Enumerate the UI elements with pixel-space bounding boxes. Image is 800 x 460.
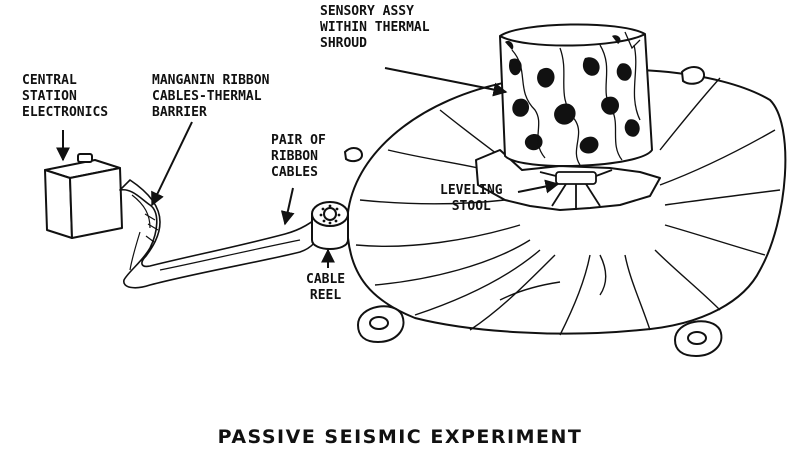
label-manganin-ribbon: MANGANIN RIBBON CABLES-THERMAL BARRIER [152,73,270,120]
leader-arrows [56,67,560,268]
arrow-leveling [517,179,560,194]
sensory-assembly [499,23,653,167]
arrow-sensory [384,67,508,97]
figure-caption: PASSIVE SEISMIC EXPERIMENT [217,426,583,448]
label-cable-reel: CABLE REEL [306,272,346,303]
blanket-pleats [355,77,781,336]
mounting-tabs [343,66,723,358]
arrow-manganin [151,121,193,207]
ribbon-cables [119,179,321,289]
arrow-pair-cables [280,187,295,226]
central-station-box [44,153,123,239]
ribbon-texture [129,194,301,271]
label-leveling-stool: LEVELING STOOL [440,183,503,214]
label-sensory-assy: SENSORY ASSY WITHIN THERMAL SHROUD [320,4,430,51]
shroud-folds [511,31,641,166]
label-central-station: CENTRAL STATION ELECTRONICS [22,73,109,120]
leveling-stool [539,169,613,210]
cable-reel [311,201,349,250]
label-pair-ribbon-cables: PAIR OF RIBBON CABLES [271,133,326,180]
shroud-wrinkles [505,35,640,154]
